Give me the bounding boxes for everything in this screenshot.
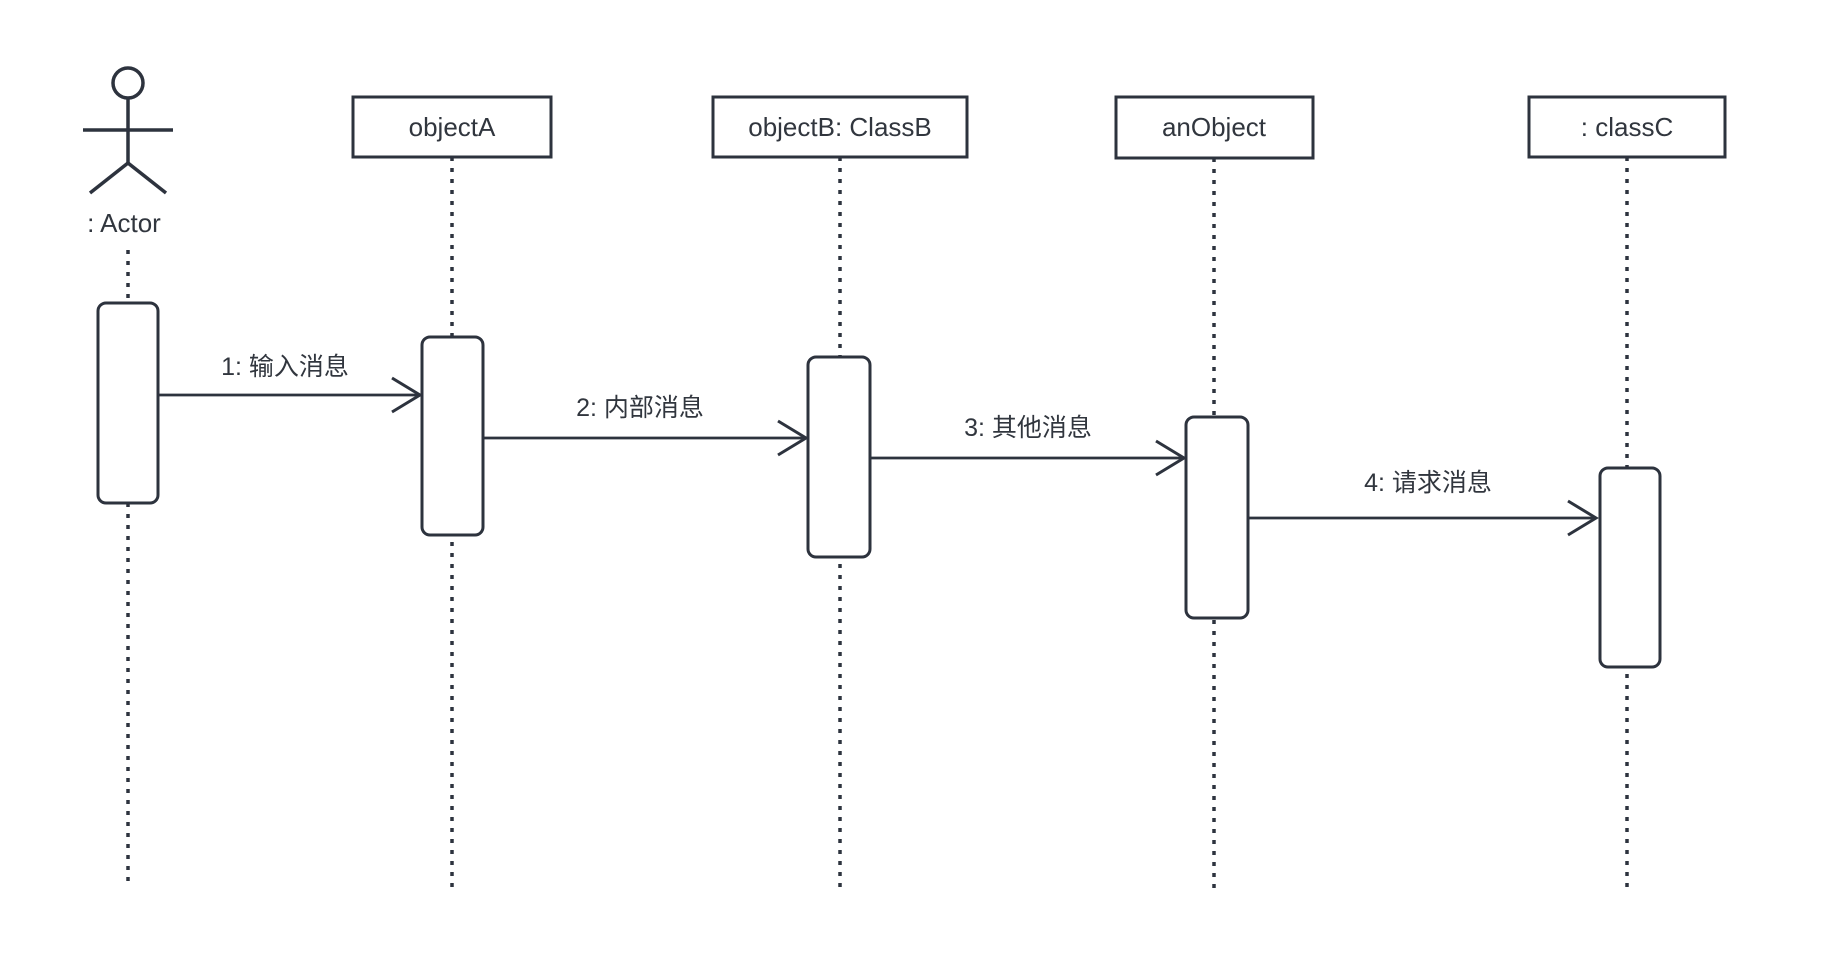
- activation-classC: [1598, 466, 1662, 669]
- message-2: 2: 内部消息: [483, 394, 809, 457]
- actor-leg-right: [126, 161, 168, 195]
- participant-objectB-box: [711, 95, 969, 159]
- message-3: 3: 其他消息: [870, 414, 1187, 477]
- message-4-arrowhead: [1567, 499, 1599, 537]
- participant-classC: : classC: [1527, 95, 1727, 669]
- message-3-label: 3: 其他消息: [964, 414, 1092, 442]
- message-2-label: 2: 内部消息: [576, 394, 704, 422]
- participant-anObject-label: anObject: [1162, 112, 1267, 142]
- message-4: 4: 请求消息: [1248, 469, 1599, 537]
- participant-anObject-box: [1114, 95, 1315, 160]
- actor-head: [111, 66, 145, 100]
- activation-objectA: [420, 335, 485, 537]
- participant-objectA: objectA: [351, 95, 553, 537]
- message-4-label: 4: 请求消息: [1364, 469, 1492, 497]
- message-1-arrowhead: [391, 376, 423, 414]
- message-3-arrowhead: [1155, 439, 1187, 477]
- actor-figure-icon: [83, 66, 173, 195]
- participant-objectB-label: objectB: ClassB: [748, 112, 932, 142]
- participant-objectA-box: [351, 95, 553, 159]
- message-1-label: 1: 输入消息: [221, 353, 349, 381]
- participant-classC-box: [1527, 95, 1727, 159]
- participant-anObject: anObject: [1114, 95, 1315, 620]
- participant-objectB: objectB: ClassB: [711, 95, 969, 559]
- message-2-arrowhead: [777, 419, 809, 457]
- actor-leg-left: [88, 161, 130, 195]
- activation-objectB: [806, 355, 872, 559]
- participant-actor: : Actor: [83, 66, 173, 505]
- participant-actor-label: : Actor: [87, 208, 161, 238]
- message-1: 1: 输入消息: [158, 353, 423, 414]
- activation-actor: [96, 301, 160, 505]
- participant-classC-label: : classC: [1581, 112, 1673, 142]
- participant-objectA-label: objectA: [409, 112, 496, 142]
- activation-anObject: [1184, 415, 1250, 620]
